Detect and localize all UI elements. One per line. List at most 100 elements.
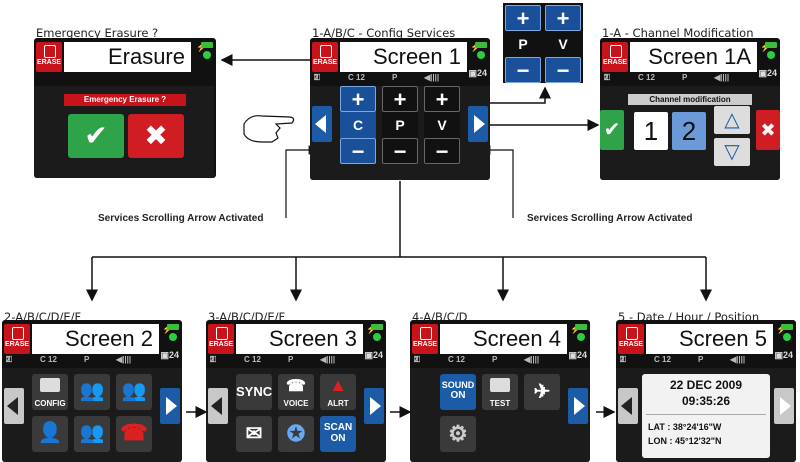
volume-indicator: ◀|||| xyxy=(714,73,730,82)
display-icon: ▣ xyxy=(160,350,169,360)
scroll-left-arrow[interactable] xyxy=(618,388,638,424)
increment-button[interactable]: + xyxy=(505,5,541,31)
trash-icon xyxy=(44,45,56,58)
message-button[interactable]: ✉ xyxy=(236,416,272,452)
scroll-right-arrow[interactable] xyxy=(568,388,588,424)
increment-button[interactable]: + xyxy=(340,86,376,112)
sync-button[interactable]: SYNC xyxy=(236,374,272,410)
key-indicator: ⚿ 2 xyxy=(620,355,627,364)
volume-indicator: ◀|||| xyxy=(424,73,440,82)
power-indicator: P xyxy=(698,355,704,364)
scroll-right-arrow[interactable] xyxy=(160,388,180,424)
display-icon: ▣ xyxy=(758,68,767,78)
erase-button[interactable]: ERASE xyxy=(312,42,338,72)
screen-5: ERASE Screen 5 ⚡ ⚿ 2 C 12 P ◀|||| ▣24 22… xyxy=(616,320,796,462)
decrement-button[interactable]: − xyxy=(382,138,418,164)
screen-2: ERASE Screen 2 ⚡ ⚿ 2 C 12 P ◀|||| ▣24 CO… xyxy=(2,320,182,462)
power-indicator: P xyxy=(288,355,294,364)
time-display: 09:35:26 xyxy=(681,394,731,408)
forward-button[interactable]: 👥 xyxy=(74,416,110,452)
trash-icon xyxy=(610,45,622,58)
screen-title: Screen 4 xyxy=(440,324,567,354)
note-right: Services Scrolling Arrow Activated xyxy=(527,213,693,224)
caption-config: 1-A/B/C - Config Services xyxy=(312,26,456,40)
forward-icon: 👥 xyxy=(79,422,105,444)
channel-2[interactable]: 2 xyxy=(672,112,706,150)
channel-up-button[interactable]: △ xyxy=(714,106,750,134)
trash-icon xyxy=(216,327,228,340)
compass-button[interactable]: ✪ xyxy=(278,416,314,452)
screen-title: Screen 1 xyxy=(340,42,467,72)
channel-indicator: C 12 xyxy=(40,355,57,364)
scroll-right-arrow[interactable] xyxy=(774,388,794,424)
screen-1a: ERASE Screen 1A ⚡ ⚿ 2 C 12 P ◀|||| ▣24 C… xyxy=(600,38,780,180)
erase-button[interactable]: ERASE xyxy=(4,324,30,354)
power-indicator: P xyxy=(84,355,90,364)
erase-button[interactable]: ERASE xyxy=(412,324,438,354)
alert-button[interactable]: ▲ALRT xyxy=(320,374,356,410)
status-led xyxy=(783,333,791,341)
key-icon: ⚿ xyxy=(620,355,627,364)
decrement-button[interactable]: − xyxy=(545,57,581,83)
handset-icon: ☎ xyxy=(286,378,306,395)
erase-button[interactable]: ERASE xyxy=(36,42,62,72)
scroll-right-arrow[interactable] xyxy=(468,106,488,142)
satellite-icon: ✈ xyxy=(533,381,551,403)
trash-icon xyxy=(626,327,638,340)
conference-button[interactable]: 👥 xyxy=(116,374,152,410)
screen-title: Erasure xyxy=(64,42,191,72)
service-label: P xyxy=(505,31,541,57)
hang-up-button[interactable]: ☎ xyxy=(116,416,152,452)
erase-button[interactable]: ERASE xyxy=(208,324,234,354)
confirm-button[interactable]: ✔ xyxy=(68,114,124,158)
service-popup: + P − + V − xyxy=(503,3,583,83)
service-label: P xyxy=(382,112,418,138)
channel-1[interactable]: 1 xyxy=(634,112,668,150)
battery-icon xyxy=(765,42,777,48)
screen-title: Screen 2 xyxy=(32,324,159,354)
cancel-button[interactable]: ✖ xyxy=(756,110,780,150)
settings-button[interactable]: ⚙ xyxy=(440,416,476,452)
erase-button[interactable]: ERASE xyxy=(618,324,644,354)
scroll-left-arrow[interactable] xyxy=(312,106,332,142)
service-p: + P − xyxy=(505,5,541,83)
radio-icon xyxy=(40,378,60,392)
scroll-left-arrow[interactable] xyxy=(4,388,24,424)
increment-button[interactable]: + xyxy=(424,86,460,112)
channel-indicator: C 12 xyxy=(244,355,261,364)
config-button[interactable]: CONFIG xyxy=(32,374,68,410)
confirm-button[interactable]: ✔ xyxy=(600,110,624,150)
power-indicator: P xyxy=(682,73,688,82)
info-panel: 22 DEC 2009 09:35:26 LAT : 38°24'16"W LO… xyxy=(642,374,770,458)
decrement-button[interactable]: − xyxy=(340,138,376,164)
group-call-button[interactable]: 👥 xyxy=(74,374,110,410)
scroll-right-arrow[interactable] xyxy=(364,388,384,424)
power-indicator: P xyxy=(492,355,498,364)
status-led xyxy=(203,51,211,59)
key-indicator: ⚿ 2 xyxy=(6,355,13,364)
decrement-button[interactable]: − xyxy=(505,57,541,83)
status-led xyxy=(577,333,585,341)
increment-button[interactable]: + xyxy=(545,5,581,31)
scroll-left-arrow[interactable] xyxy=(208,388,228,424)
test-button[interactable]: TEST xyxy=(482,374,518,410)
service-v: + V − xyxy=(424,86,460,164)
caption-erasure: Emergency Erasure ? xyxy=(36,26,159,40)
check-icon: ✔ xyxy=(84,120,108,151)
caption-channel: 1-A - Channel Modification xyxy=(602,26,754,40)
voice-button[interactable]: ☎VOICE xyxy=(278,374,314,410)
hand-pointer-icon xyxy=(243,115,295,143)
increment-button[interactable]: + xyxy=(382,86,418,112)
key-icon: ⚿ xyxy=(210,355,217,364)
decrement-button[interactable]: − xyxy=(424,138,460,164)
erase-button[interactable]: ERASE xyxy=(602,42,628,72)
cancel-button[interactable]: ✖ xyxy=(128,114,184,158)
transfer-button[interactable]: 👤 xyxy=(32,416,68,452)
channel-down-button[interactable]: ▽ xyxy=(714,138,750,166)
volume-indicator: ◀|||| xyxy=(524,355,540,364)
key-icon: ⚿ xyxy=(414,355,421,364)
date-display: 22 DEC 2009 xyxy=(669,378,743,392)
satellite-button[interactable]: ✈ xyxy=(524,374,560,410)
